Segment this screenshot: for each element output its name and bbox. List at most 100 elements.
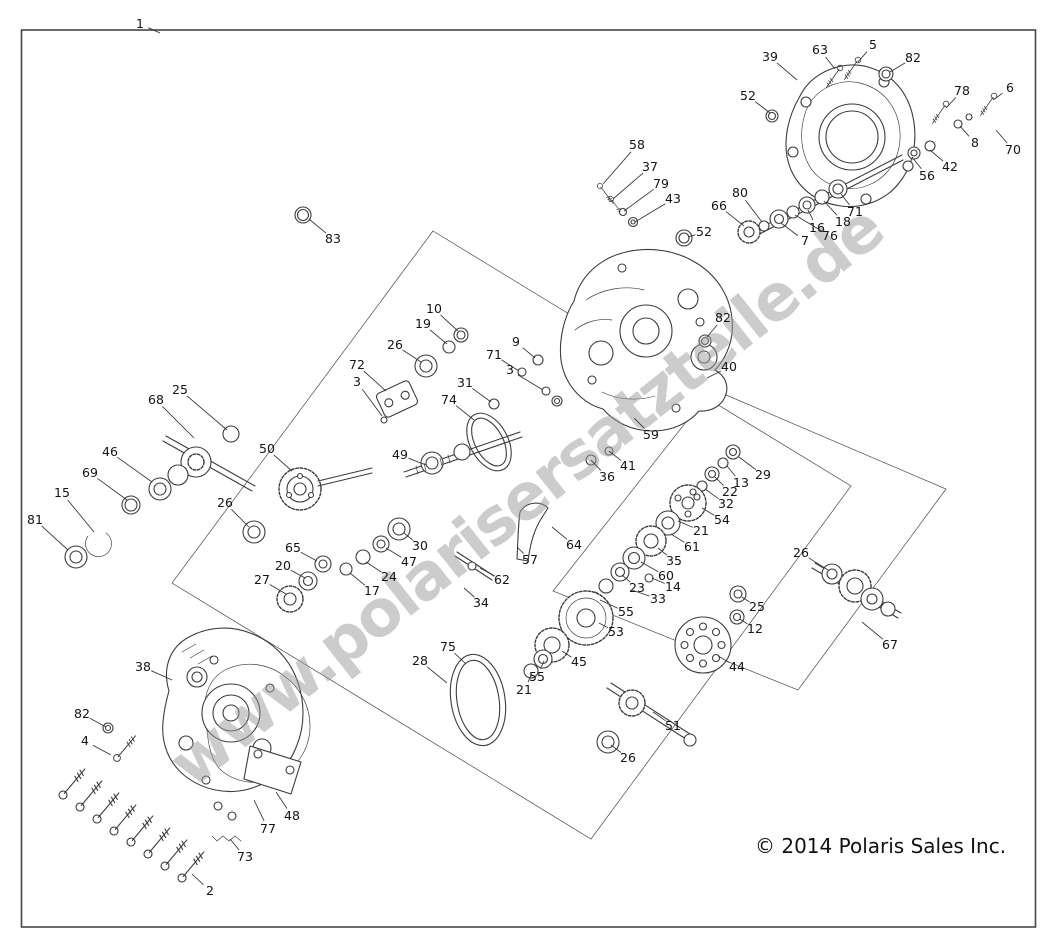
leader-line-29: [738, 456, 757, 470]
callout-65: 65: [285, 540, 301, 555]
callout-40: 40: [721, 359, 737, 374]
leader-line-17: [349, 572, 366, 586]
callout-75: 75: [440, 639, 456, 654]
callout-54: 54: [714, 512, 730, 527]
leader-line-72: [363, 370, 387, 392]
leader-line-18: [823, 200, 838, 216]
leader-line-14: [651, 577, 665, 584]
leader-line-10: [440, 314, 459, 332]
leader-line-5: [857, 51, 868, 63]
callout-17: 17: [364, 583, 380, 598]
leader-line-82: [89, 717, 107, 728]
callout-67: 67: [882, 637, 898, 652]
leader-line-83: [308, 218, 327, 234]
callout-48: 48: [284, 808, 300, 823]
leader-line-4: [92, 744, 112, 756]
leader-line-52: [687, 234, 696, 238]
leader-line-78: [945, 97, 957, 109]
leader-line-82: [889, 62, 906, 73]
leader-line-81: [41, 525, 69, 551]
callout-53: 53: [608, 624, 624, 639]
leader-line-15: [67, 499, 95, 533]
callout-82: 82: [905, 50, 921, 65]
leader-line-65: [300, 551, 318, 562]
callout-63: 63: [812, 42, 828, 57]
rear-output-shaft: [729, 562, 902, 625]
drive-belt: [449, 653, 507, 747]
leader-line-38: [151, 670, 173, 681]
shift-fork: [454, 502, 549, 581]
callout-72: 72: [349, 357, 365, 372]
copyright-text: © 2014 Polaris Sales Inc.: [755, 834, 1006, 858]
leader-line-19: [429, 329, 448, 345]
leader-line-71: [501, 359, 520, 372]
callout-23: 23: [629, 580, 645, 595]
main-gearcase: [559, 249, 733, 432]
leader-line-6: [992, 92, 1003, 101]
leader-line-26: [402, 349, 422, 363]
callout-28: 28: [412, 653, 428, 668]
callout-3: 3: [506, 362, 514, 377]
callout-30: 30: [412, 538, 428, 553]
leader-line-46: [117, 456, 153, 483]
leader-line-21: [527, 673, 533, 683]
leader-line-26: [610, 744, 622, 753]
callout-44: 44: [729, 659, 745, 674]
callout-37: 37: [642, 159, 658, 174]
callout-73: 73: [237, 849, 253, 864]
callout-22: 22: [722, 484, 738, 499]
leader-line-3: [361, 389, 383, 417]
output-shaft: [675, 154, 904, 247]
leader-line-76: [794, 214, 823, 232]
callout-49: 49: [392, 447, 408, 462]
callout-61: 61: [684, 539, 700, 554]
leader-line-25: [186, 395, 228, 431]
callout-71: 71: [486, 347, 502, 362]
leader-line-12: [739, 618, 748, 625]
rear-cover: [785, 64, 916, 208]
callout-16: 16: [809, 220, 825, 235]
leader-line-68: [162, 406, 195, 439]
leader-line-48: [275, 791, 288, 809]
leader-line-55: [540, 660, 545, 669]
leader-line-77: [253, 799, 265, 822]
leader-line-57: [516, 546, 524, 554]
callout-71: 71: [847, 204, 863, 219]
callout-12: 12: [747, 621, 763, 636]
leader-line-28: [426, 666, 448, 684]
callout-69: 69: [82, 465, 98, 480]
callout-6: 6: [1006, 80, 1014, 95]
leader-line-3: [517, 374, 544, 391]
leader-line-43: [634, 203, 666, 223]
callout-66: 66: [711, 198, 727, 213]
leader-line-7: [780, 222, 799, 236]
bottom-washers: [596, 730, 620, 754]
leader-line-49: [408, 457, 427, 466]
callout-13: 13: [733, 475, 749, 490]
callout-50: 50: [259, 441, 275, 456]
callout-14: 14: [665, 579, 681, 594]
leader-line-61: [670, 533, 685, 543]
callout-46: 46: [102, 444, 118, 459]
leader-line-70: [995, 129, 1008, 144]
callout-76: 76: [822, 228, 838, 243]
callout-25: 25: [749, 599, 765, 614]
primary-gears: [523, 590, 732, 679]
callout-26: 26: [793, 545, 809, 560]
callout-82: 82: [715, 310, 731, 325]
leader-line-71: [840, 193, 850, 206]
callout-24: 24: [381, 569, 397, 584]
leader-line-39: [776, 62, 798, 81]
input-shaft: [278, 431, 523, 511]
leader-line-74: [455, 405, 475, 421]
leader-line-44: [717, 655, 730, 663]
callout-55: 55: [618, 604, 634, 619]
front-cover: [162, 627, 311, 795]
callout-70: 70: [1005, 142, 1021, 157]
callout-2: 2: [206, 883, 214, 898]
pinion-shaft: [606, 682, 697, 747]
callout-18: 18: [835, 214, 851, 229]
leader-line-9: [522, 347, 536, 359]
